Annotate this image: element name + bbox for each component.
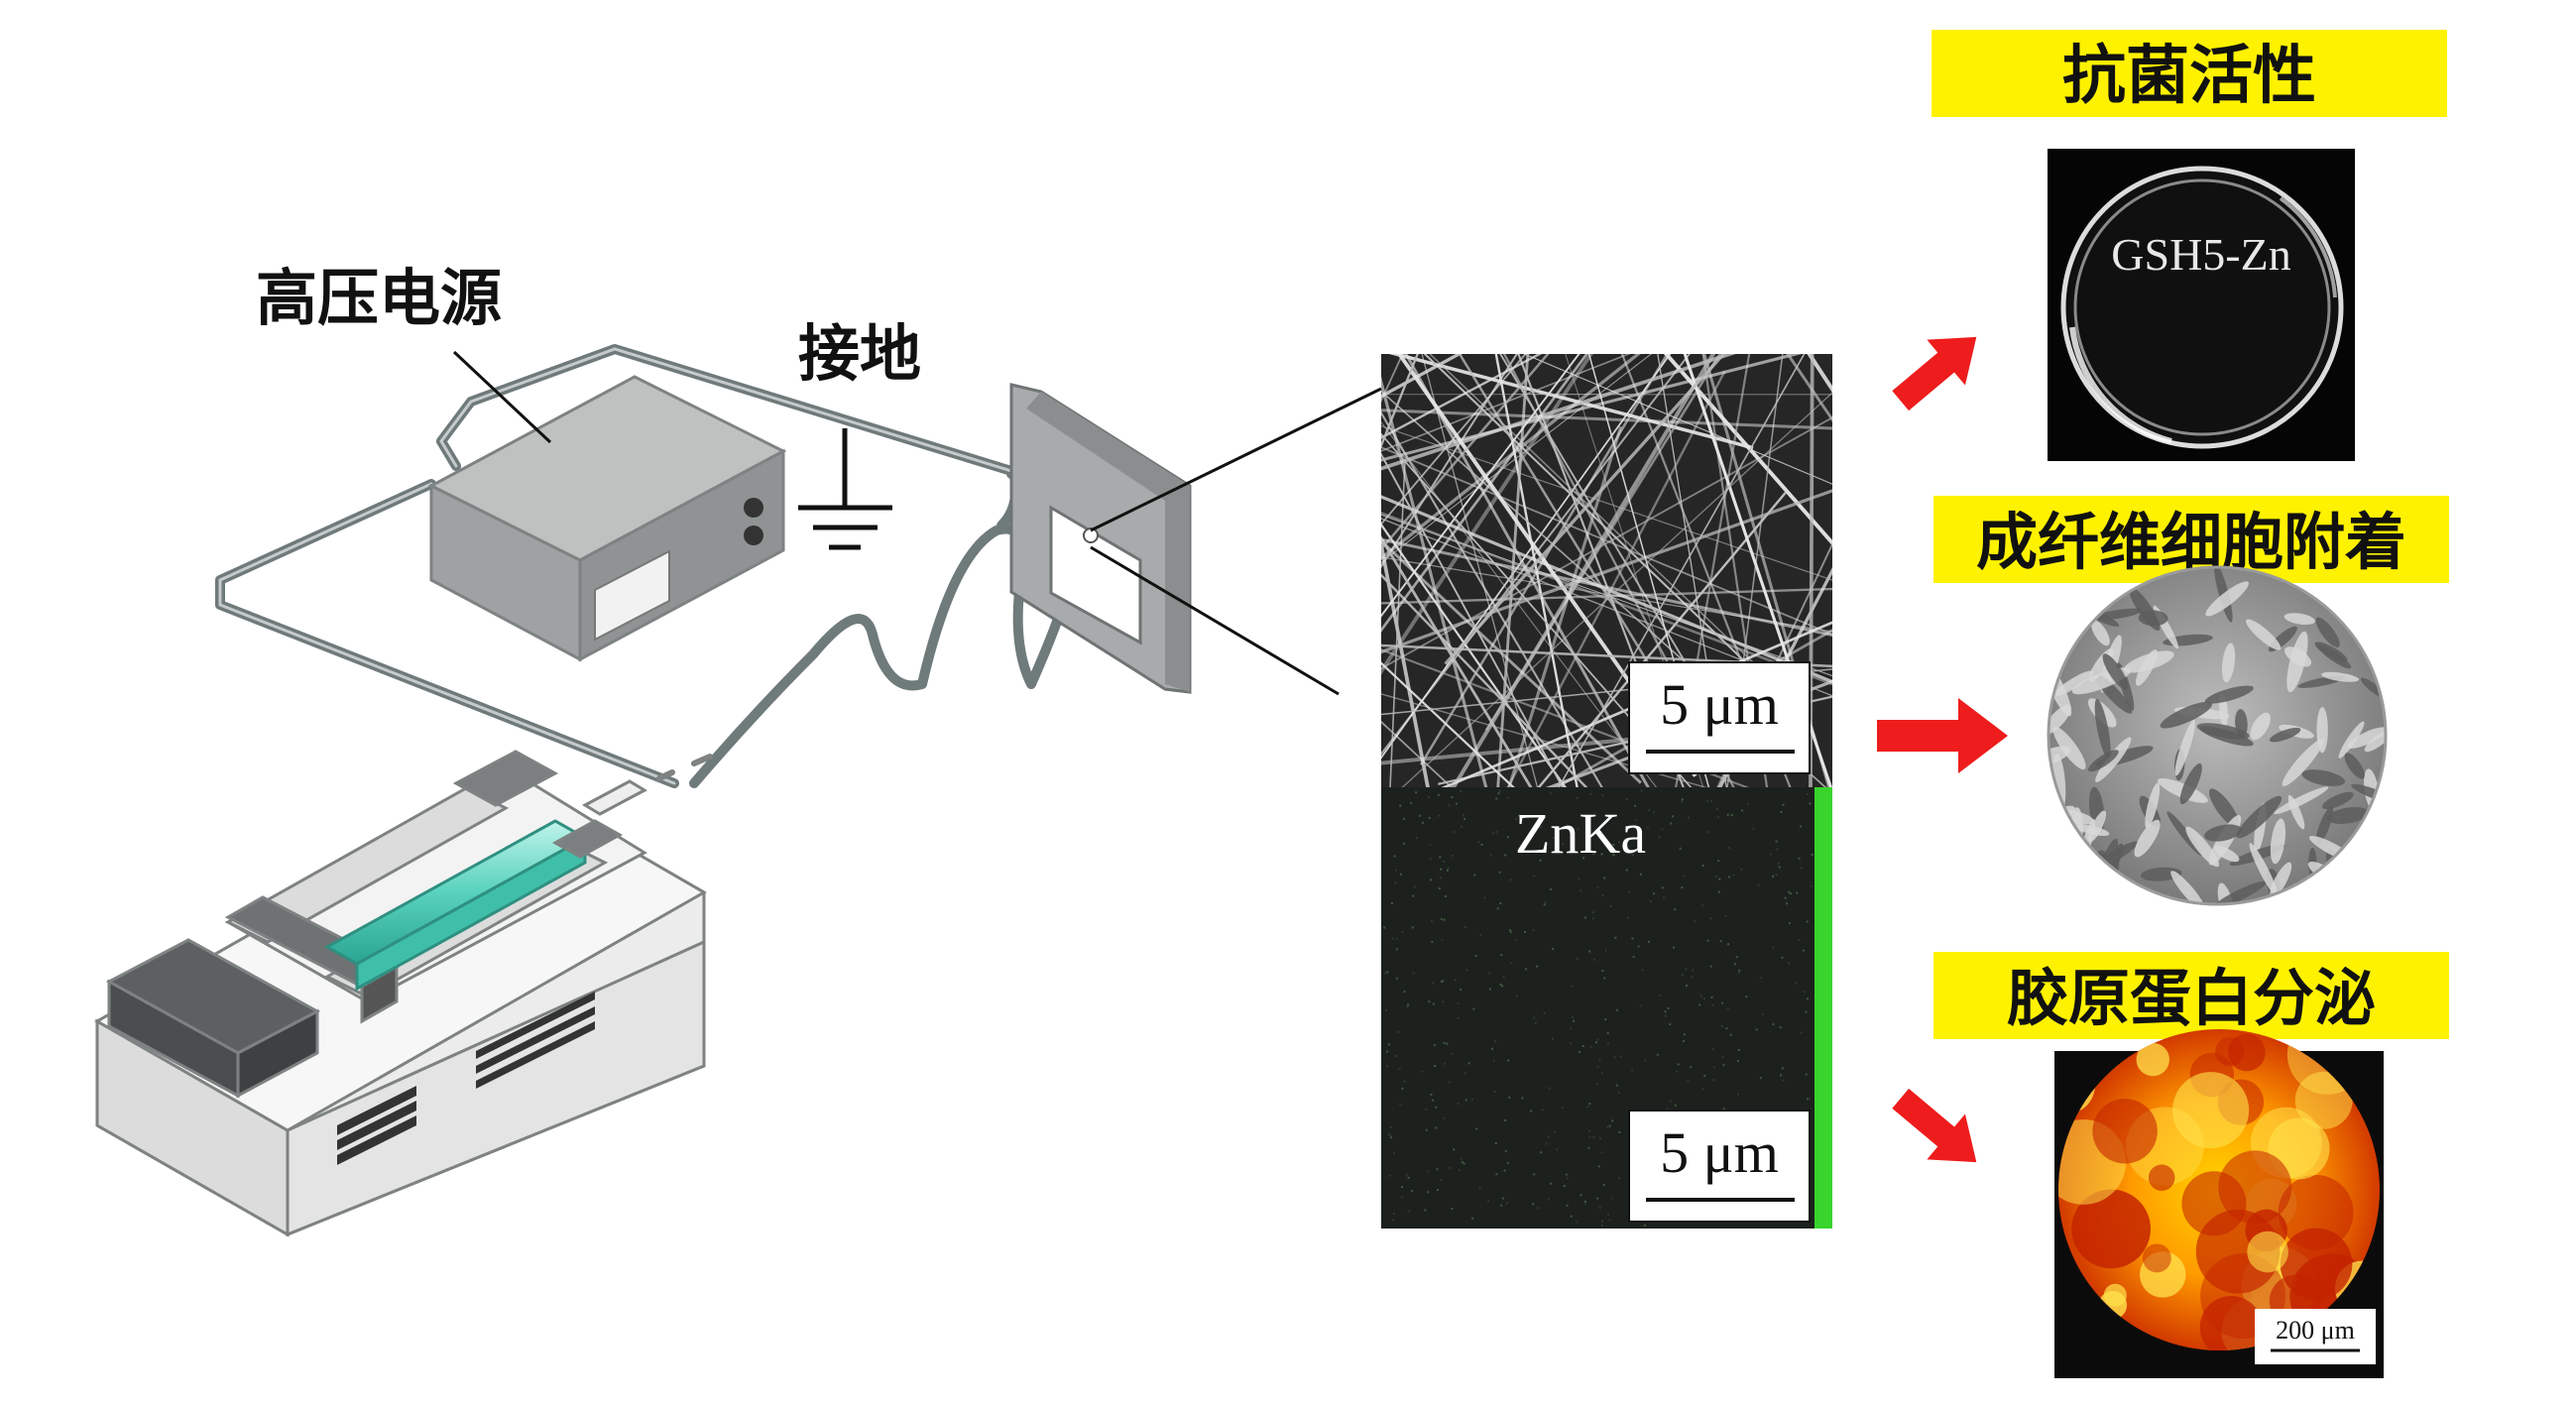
ground-symbol-icon [798, 428, 892, 550]
collagen-scale-label: 200 μm [2276, 1316, 2355, 1345]
arrow-right-icon [1877, 698, 2008, 773]
ground-label: 接地 [798, 317, 921, 390]
fibroblast-title: 成纤维细胞附着 [1976, 506, 2406, 578]
collector-frame [1009, 383, 1192, 694]
arrow-down-right-icon [1892, 1088, 1977, 1163]
collagen-scale-box [2255, 1309, 2376, 1364]
antibacterial-title-bg [1932, 30, 2447, 117]
spray-jet [656, 754, 713, 781]
scale-label-top: 5 μm [1660, 672, 1779, 737]
scale-label-bottom: 5 μm [1660, 1120, 1779, 1185]
power-supply-label: 高压电源 [256, 262, 502, 334]
arrow-up-right-icon [1892, 336, 1977, 411]
power-supply-leader [452, 350, 552, 444]
element-map-label: ZnKa [1515, 801, 1646, 866]
scale-box-top [1628, 661, 1811, 774]
petri-dish-photo [2048, 149, 2355, 461]
scale-box-bottom [1628, 1110, 1811, 1223]
syringe-pump [93, 750, 708, 1237]
sem-fiber-image [1381, 354, 1832, 787]
collagen-title: 胶原蛋白分泌 [2007, 962, 2376, 1034]
antibacterial-title: 抗菌活性 [2062, 40, 2316, 113]
petri-sample-label: GSH5-Zn [2111, 229, 2290, 280]
edx-green-edge [1815, 787, 1832, 1229]
collagen-title-bg [1933, 952, 2449, 1039]
fibroblast-sem-photo [2047, 565, 2388, 906]
zoom-lines [1090, 387, 1382, 696]
power-supply-box [427, 375, 787, 662]
